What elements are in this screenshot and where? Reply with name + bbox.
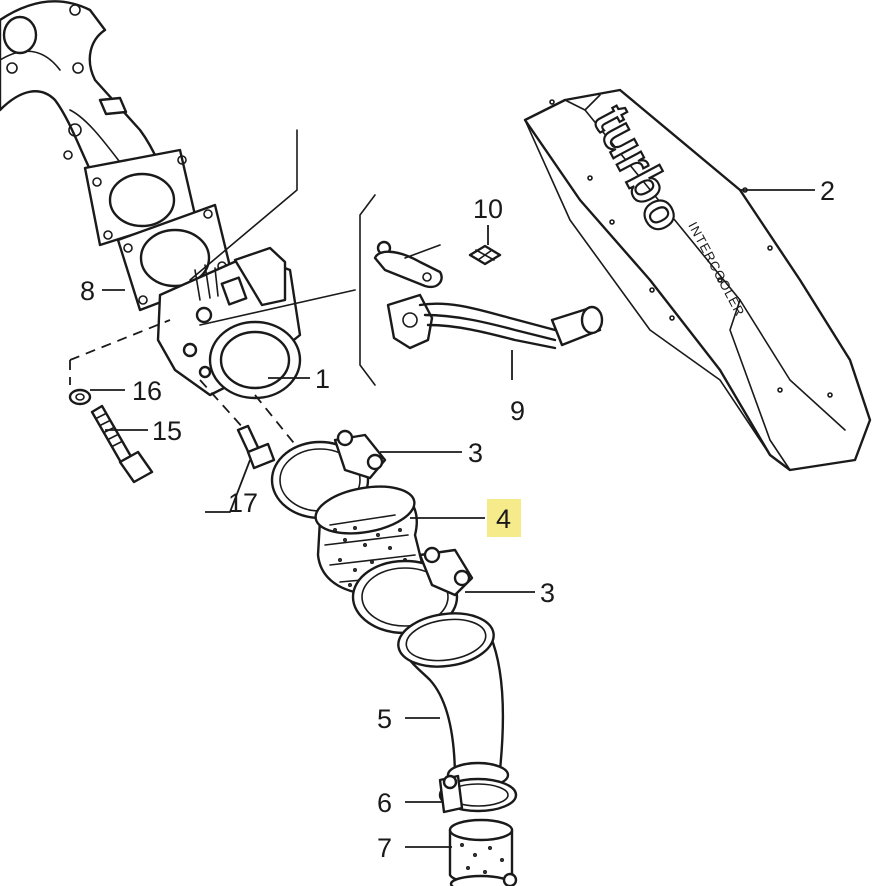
callout-labels: 1 2 3 4 3 5 6 7 8 9 10 15 16 17 bbox=[80, 176, 835, 863]
callout-5[interactable]: 5 bbox=[377, 704, 392, 734]
callout-3-upper[interactable]: 3 bbox=[468, 438, 483, 468]
callout-6[interactable]: 6 bbox=[377, 788, 392, 818]
intercooler-part-2: turbo INTERCOOLER bbox=[523, 88, 872, 472]
intake-manifold bbox=[0, 0, 197, 247]
callout-highlight-4 bbox=[487, 499, 521, 537]
throttle-body-part-1 bbox=[156, 246, 302, 400]
callout-4[interactable]: 4 bbox=[496, 504, 511, 534]
leader-lines bbox=[90, 189, 815, 848]
callout-3-lower[interactable]: 3 bbox=[540, 578, 555, 608]
reference-line bbox=[359, 194, 376, 386]
hose-part-7 bbox=[448, 818, 518, 886]
callout-15[interactable]: 15 bbox=[152, 416, 182, 446]
callout-9[interactable]: 9 bbox=[510, 396, 525, 426]
callout-8[interactable]: 8 bbox=[80, 276, 95, 306]
callout-10[interactable]: 10 bbox=[473, 194, 503, 224]
callout-1[interactable]: 1 bbox=[315, 364, 330, 394]
callout-7[interactable]: 7 bbox=[377, 833, 392, 863]
assembly-line bbox=[254, 394, 341, 501]
clip-part-10 bbox=[468, 244, 502, 266]
assembly-line bbox=[199, 379, 246, 431]
callout-2[interactable]: 2 bbox=[820, 176, 835, 206]
clamp-part-6 bbox=[438, 774, 518, 814]
assembly-line bbox=[69, 319, 171, 361]
pipe-part-5 bbox=[397, 612, 510, 789]
clamp-part-3-lower bbox=[351, 546, 474, 635]
reference-line bbox=[199, 289, 356, 326]
washer-part-16 bbox=[68, 388, 92, 406]
callout-17[interactable]: 17 bbox=[228, 488, 258, 518]
callout-16[interactable]: 16 bbox=[132, 376, 162, 406]
switch-harness-part-9 bbox=[373, 240, 604, 350]
bolt-part-15 bbox=[90, 404, 154, 484]
reference-line bbox=[189, 129, 298, 281]
bolt-part-17 bbox=[236, 424, 276, 470]
